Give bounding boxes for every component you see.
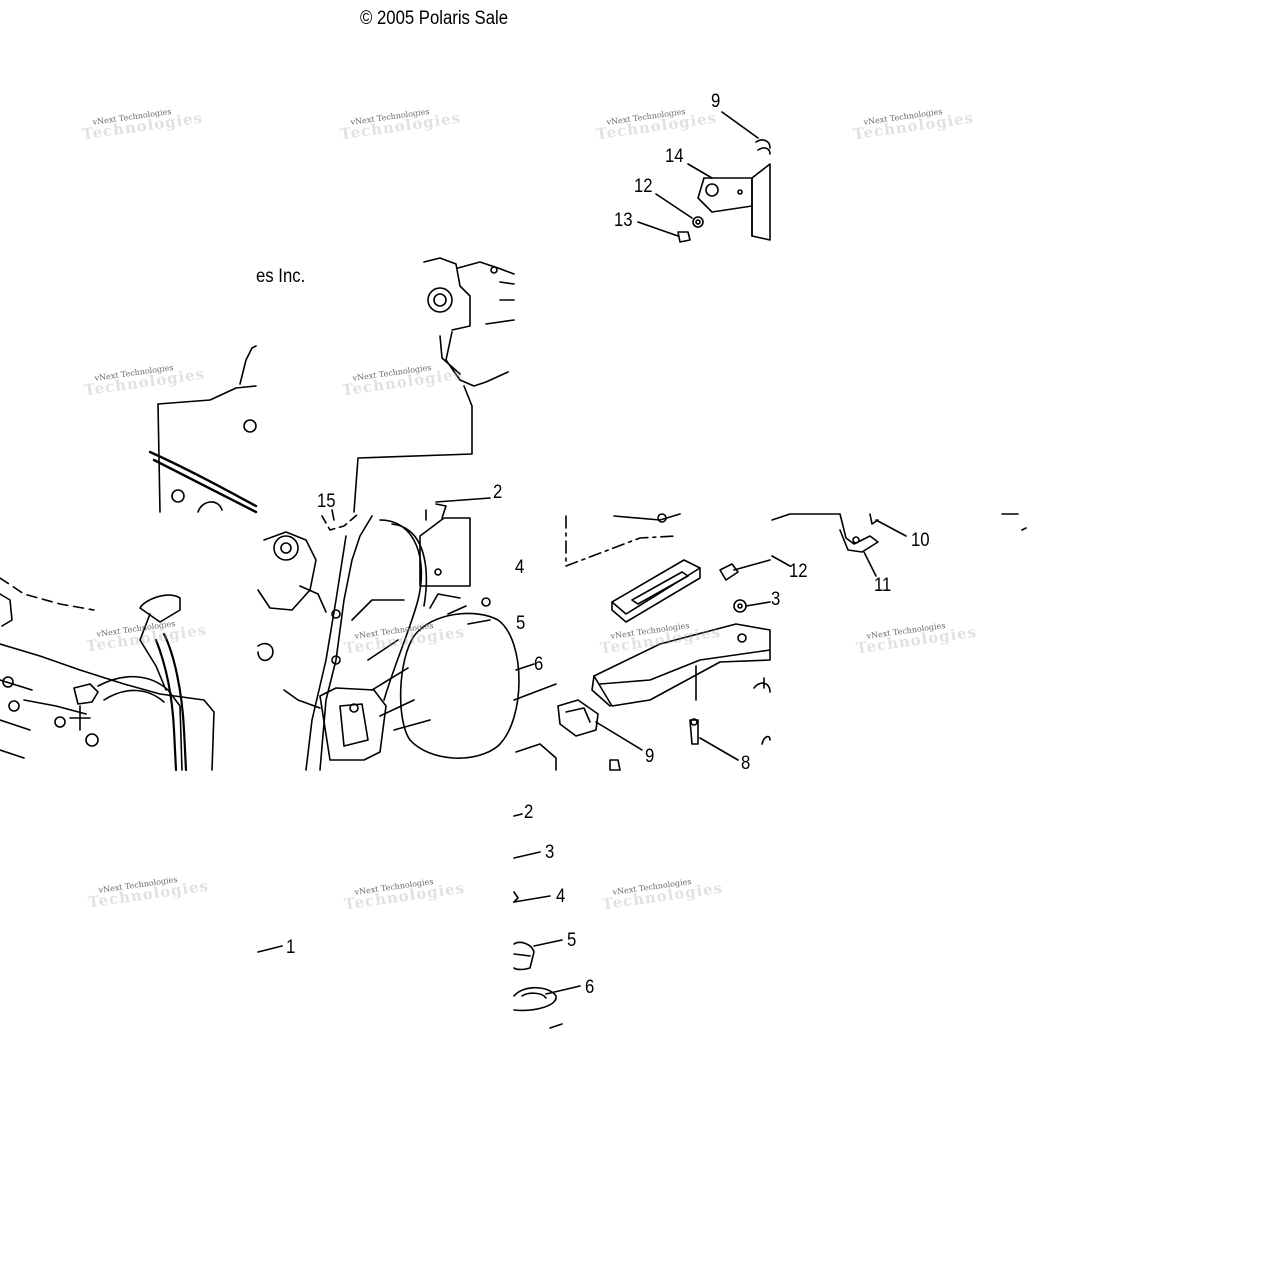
- callout-15: 15: [317, 491, 336, 512]
- cylinder-head: [0, 577, 215, 772]
- upper-mount-bracket: [677, 139, 771, 243]
- callout-12: 12: [634, 176, 653, 197]
- leader-line: [875, 519, 907, 537]
- callout-6: 6: [534, 654, 544, 675]
- leader-line: [721, 111, 759, 139]
- callout-3-support: 3: [771, 589, 781, 610]
- copyright-text: © 2005 Polaris Sale: [360, 8, 509, 29]
- callout-12-support: 12: [789, 561, 808, 582]
- leader-line: [733, 559, 771, 571]
- carburetor-assembly: [353, 257, 515, 513]
- leader-line: [745, 601, 771, 607]
- leader-line: [863, 551, 877, 577]
- side-bracket: [771, 513, 1027, 553]
- callout-3-hardware: 3: [545, 842, 555, 863]
- callout-5: 5: [516, 613, 526, 634]
- callout-8: 8: [741, 753, 751, 774]
- callout-4: 4: [515, 557, 525, 578]
- callout-4-hardware: 4: [556, 886, 566, 907]
- callout-10: 10: [911, 530, 930, 551]
- callout-2: 2: [493, 482, 503, 503]
- leader-line: [513, 683, 557, 701]
- engine-head-upper: [148, 345, 258, 514]
- leader-line: [515, 663, 535, 671]
- callout-5-hardware: 5: [567, 930, 577, 951]
- leader-line: [331, 509, 335, 521]
- leader-line: [687, 163, 713, 179]
- leader-line: [595, 721, 643, 751]
- callout-9-support: 9: [645, 746, 655, 767]
- callout-6-hardware: 6: [585, 977, 595, 998]
- callout-14: 14: [665, 146, 684, 167]
- leader-line: [655, 193, 693, 219]
- callout-1: 1: [286, 937, 296, 958]
- callout-9: 9: [711, 91, 721, 112]
- callout-13: 13: [614, 210, 633, 231]
- engine-block-center: [257, 503, 520, 771]
- engine-mount-support: [515, 513, 771, 771]
- leader-line: [435, 497, 491, 503]
- leader-line: [771, 555, 791, 567]
- mount-hardware-stack: [257, 813, 581, 1029]
- callout-11: 11: [874, 575, 892, 596]
- callout-2-hardware: 2: [524, 802, 534, 823]
- leader-line: [699, 737, 739, 761]
- copyright-text-fragment: es Inc.: [256, 266, 306, 287]
- leader-line: [637, 221, 679, 237]
